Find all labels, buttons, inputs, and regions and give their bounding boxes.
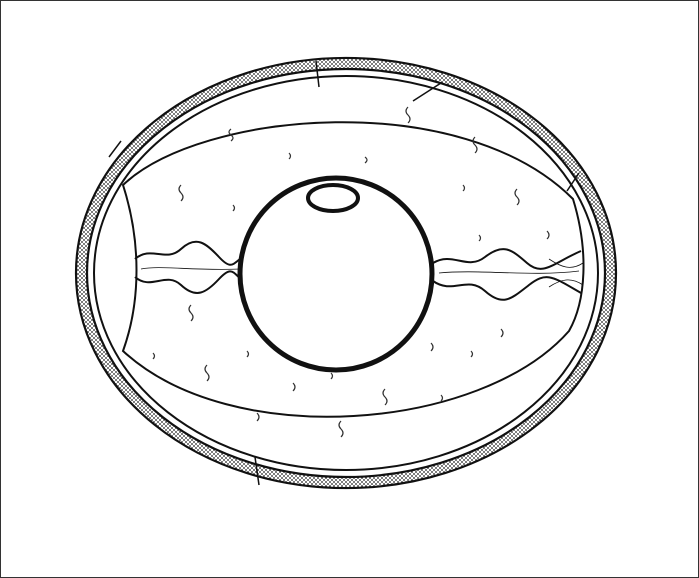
left-cytoplasmic-strands — [135, 242, 243, 293]
right-cytoplasmic-strands — [433, 249, 583, 300]
nucleolus — [308, 185, 358, 211]
